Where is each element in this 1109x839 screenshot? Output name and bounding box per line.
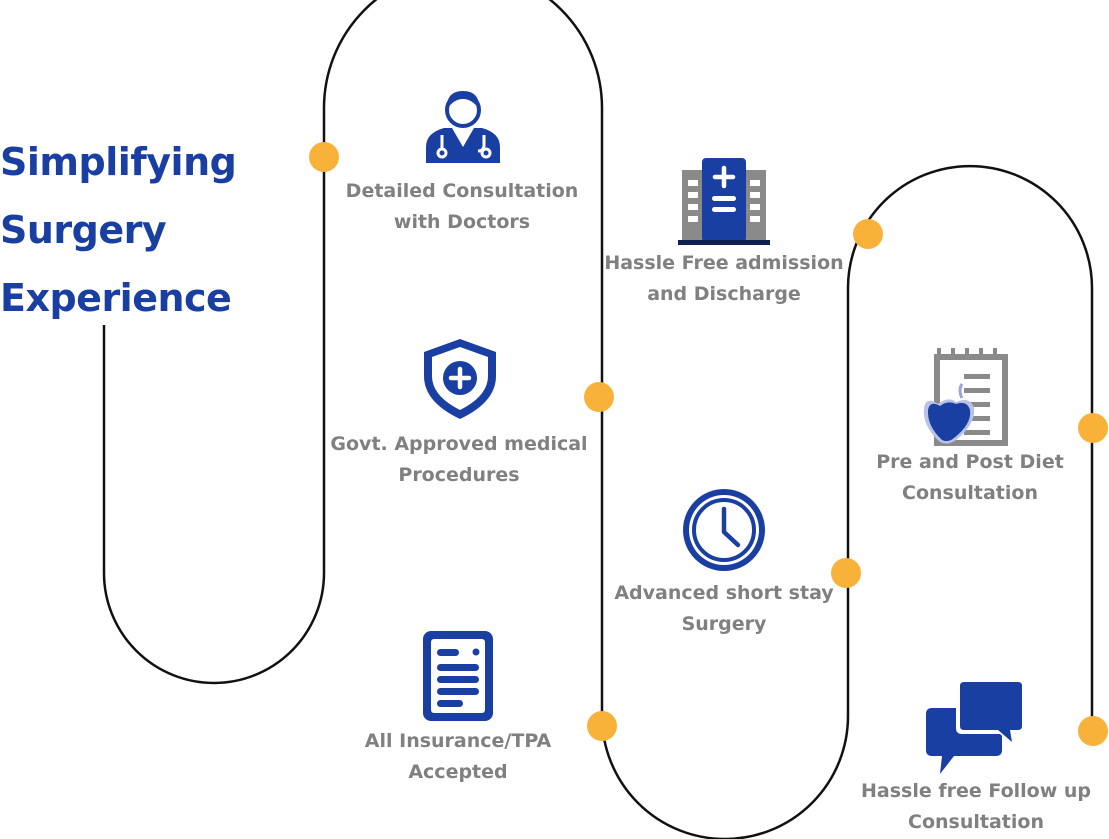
step-label-1: Detailed Consultation with Doctors [345,180,579,233]
hospital-icon [678,158,770,245]
winding-path [102,0,1094,839]
diet-notepad-icon [923,348,1008,446]
step-label-2: Govt. Approved medical Procedures [330,433,588,486]
doctor-icon [426,91,500,163]
document-icon [423,631,493,721]
clock-icon [683,489,765,571]
step-label-5: Advanced short stay Surgery [614,582,834,635]
step-dot-4 [853,219,883,249]
chat-bubbles-icon [926,678,1026,774]
title-line-1: Simplifying [0,140,237,184]
step-dot-7 [1078,716,1108,746]
step-dot-6 [1078,413,1108,443]
title-line-2: Surgery [0,208,167,252]
step-label-6: Pre and Post Diet Consultation [876,451,1064,504]
title-line-3: Experience [0,276,232,320]
step-dot-3 [587,711,617,741]
step-dot-5 [831,558,861,588]
step-label-4: Hassle Free admission and Discharge [604,252,844,305]
step-dot-2 [584,382,614,412]
step-label-7: Hassle free Follow up Consultation [860,780,1091,833]
step-label-3: All Insurance/TPA Accepted [364,730,552,783]
shield-plus-icon [424,339,496,419]
page-title: Simplifying Surgery Experience [0,128,300,332]
step-dot-1 [309,142,339,172]
